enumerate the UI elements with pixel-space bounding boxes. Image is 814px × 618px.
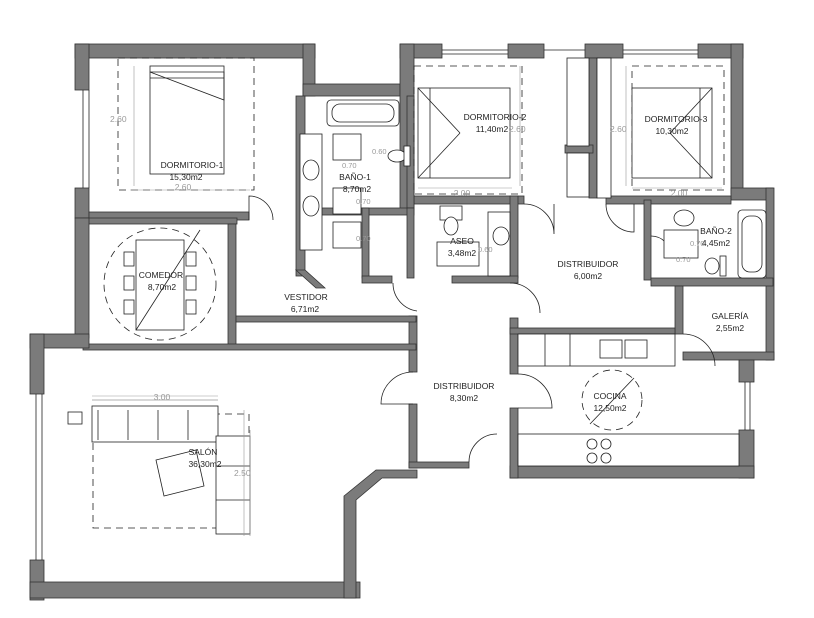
- wall-comedor-right: [227, 223, 237, 347]
- wall-d1-left: [74, 43, 90, 91]
- room-area-galeria: 2,55m2: [716, 323, 745, 333]
- room-name-aseo: ASEO: [450, 236, 474, 246]
- wall-dist2-bottom: [408, 461, 470, 469]
- dim-bano1-a: 0.60: [372, 147, 387, 156]
- wall-dist2-left2: [408, 403, 418, 469]
- room-area-bano-1: 8,70m2: [343, 184, 372, 194]
- wall-comedor-bottom: [82, 343, 417, 351]
- wall-b2-bottom: [650, 277, 774, 287]
- room-area-distribuidor-2: 8,30m2: [450, 393, 479, 403]
- wall-b1-low-r: [406, 207, 415, 279]
- dining-table: [103, 227, 217, 341]
- room-area-cocina: 12,50m2: [593, 403, 626, 413]
- wall-d1-top: [74, 43, 316, 59]
- wall-comedor-top: [82, 217, 238, 225]
- room-name-salon: SALÓN: [189, 447, 218, 457]
- dim-d2-height: 2.60: [509, 124, 526, 134]
- dim-d3-width: 2.00: [671, 188, 688, 198]
- wall-b2-right: [765, 187, 775, 361]
- dim-salon-width: 3.00: [154, 392, 171, 402]
- room-name-distribuidor-2: DISTRIBUIDOR: [434, 381, 495, 391]
- room-name-dormitorio-1: DORMITORIO-1: [161, 160, 224, 170]
- room-name-dormitorio-3: DORMITORIO-3: [645, 114, 708, 124]
- dimension-lines: [92, 66, 722, 536]
- wall-vest-bottom: [235, 315, 417, 323]
- aseo-fixtures: [436, 205, 511, 277]
- room-area-dormitorio-2: 11,40m2: [476, 124, 509, 134]
- dim-d3-height: 2.60: [610, 124, 627, 134]
- wall-kitchen-bottom: [509, 465, 755, 479]
- room-area-vestidor: 6,71m2: [291, 304, 320, 314]
- room-name-dormitorio-2: DORMITORIO-2: [464, 112, 527, 122]
- dim-d1-width: 2.60: [175, 182, 192, 192]
- wall-d3-right: [730, 43, 744, 195]
- bathroom-2-fixtures: [663, 209, 767, 279]
- dim-aseo-a: 0.60: [478, 245, 493, 254]
- dim-bano1-b: 0.70: [342, 161, 357, 170]
- wall-d1-left-low: [74, 187, 90, 219]
- wall-comedor-left: [74, 217, 90, 339]
- windows: [35, 49, 751, 560]
- wall-galeria-left: [674, 285, 684, 335]
- dim-bano1-c: 0.70: [356, 197, 371, 206]
- wall-aseo-right: [509, 195, 519, 279]
- room-area-comedor: 8,70m2: [148, 282, 177, 292]
- room-name-bano-2: BAÑO-2: [700, 226, 732, 236]
- wall-corr-top: [361, 275, 393, 284]
- dim-bano2-b: 0.70: [676, 255, 691, 264]
- dimension-labels: 2.60 2.60 2.60 2.00 2.60 2.00 3.00 2.50 …: [110, 114, 705, 478]
- room-name-bano-1: BAÑO-1: [339, 172, 371, 182]
- bathroom-1-fixtures: [299, 99, 411, 251]
- wall-d3-bottom: [605, 195, 732, 205]
- wall-d2-top-b: [507, 43, 545, 59]
- room-area-distribuidor-1: 6,00m2: [574, 271, 603, 281]
- room-area-salon: 36,30m2: [188, 459, 221, 469]
- wall-b1-top: [302, 83, 401, 97]
- dim-salon-depth: 2.50: [234, 468, 251, 478]
- wall-corr-top2: [451, 275, 519, 284]
- room-name-distribuidor-1: DISTRIBUIDOR: [558, 259, 619, 269]
- wall-d3-top: [584, 43, 624, 59]
- room-area-bano-2: 4,45m2: [702, 238, 731, 248]
- kitchen-furniture: [517, 333, 740, 467]
- wall-salon-bottom: [29, 581, 361, 599]
- salon-furniture: [67, 399, 251, 536]
- room-labels: DORMITORIO-1 15,30m2 DORMITORIO-2 11,40m…: [139, 112, 749, 469]
- room-area-dormitorio-3: 10,30m2: [655, 126, 688, 136]
- wall-d2-d3: [588, 57, 598, 199]
- dim-bano1-d: 0.70: [356, 234, 371, 243]
- wall-kitchen-top: [509, 327, 676, 335]
- bed-dormitorio-2: [413, 57, 590, 198]
- wall-b2-left: [643, 199, 652, 281]
- dim-d1-height: 2.60: [110, 114, 127, 124]
- room-name-vestidor: VESTIDOR: [284, 292, 327, 302]
- room-area-aseo: 3,48m2: [448, 248, 477, 258]
- wall-vest-slant: [294, 269, 327, 289]
- dim-d2-width: 2.00: [454, 188, 471, 198]
- doors: [248, 195, 716, 463]
- bed-dormitorio-1: [117, 57, 255, 191]
- wall-kitchen-left2: [509, 407, 519, 479]
- wall-kitchen-right: [738, 359, 755, 383]
- wall-galeria-bottom: [682, 351, 775, 361]
- bed-dormitorio-3: [596, 57, 725, 199]
- wall-salon-slant: [343, 469, 418, 599]
- room-name-galeria: GALERÍA: [712, 311, 749, 321]
- room-area-dormitorio-1: 15,30m2: [169, 172, 202, 182]
- wall-salon-left: [29, 333, 45, 395]
- wall-b1-low: [361, 207, 370, 279]
- room-name-cocina: COCINA: [593, 391, 626, 401]
- room-name-comedor: COMEDOR: [139, 270, 183, 280]
- wall-kitchen-left: [509, 317, 519, 375]
- dim-bano2-a: 0.70: [690, 239, 705, 248]
